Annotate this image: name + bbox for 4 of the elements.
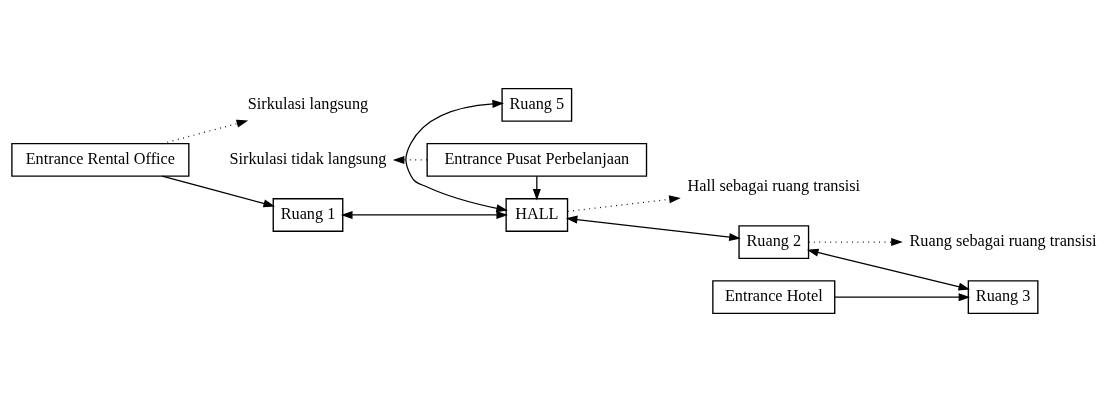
node-text: Ruang sebagai ruang transisi bbox=[909, 232, 1097, 251]
node-text: Sirkulasi tidak langsung bbox=[229, 149, 387, 168]
node-text: Hall sebagai ruang transisi bbox=[687, 176, 861, 195]
node-text: Sirkulasi langsung bbox=[247, 94, 369, 113]
